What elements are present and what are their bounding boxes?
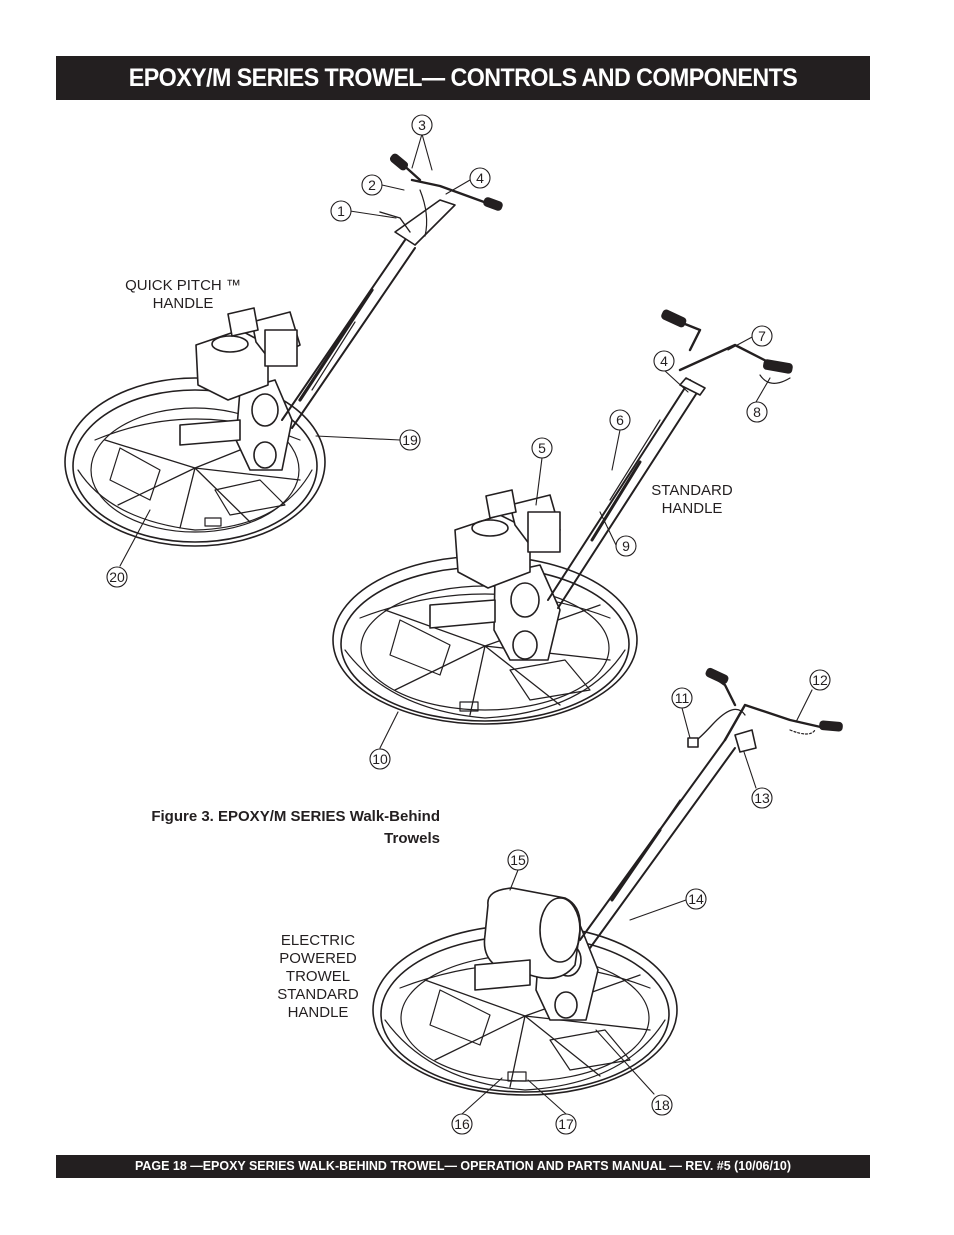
standard-handle-label: STANDARD HANDLE [640, 482, 744, 518]
electric-trowel-label: ELECTRIC POWERED TROWEL STANDARD HANDLE [266, 932, 370, 1022]
caption-line: Trowels [384, 830, 440, 847]
callout-circle [751, 325, 773, 347]
callout-circle [330, 200, 352, 222]
label-line: TROWEL [285, 968, 351, 985]
page-header-bar: EPOXY/M SERIES TROWEL— CONTROLS AND COMP… [56, 56, 870, 100]
callout-circle [653, 350, 675, 372]
callout-number: 14 [688, 891, 704, 907]
label-line: POWERED [279, 950, 357, 967]
callout-circle [469, 167, 491, 189]
label-line: QUICK PITCH ™ [125, 277, 241, 294]
callout-number: 1 [337, 203, 345, 219]
label-line: STANDARD [651, 482, 733, 499]
label-line: ELECTRIC [280, 932, 356, 949]
callout-8: 8 [746, 401, 768, 423]
quick-pitch-handle-label: QUICK PITCH ™ HANDLE [112, 277, 254, 313]
callout-number: 12 [812, 672, 828, 688]
callout-circle [555, 1113, 577, 1135]
callout-13: 13 [751, 787, 773, 809]
callout-number: 15 [510, 852, 526, 868]
callout-4: 4 [653, 350, 675, 372]
trowel-quick-pitch [64, 153, 503, 547]
callout-circle [106, 566, 128, 588]
callout-number: 2 [368, 177, 376, 193]
callout-circle [746, 401, 768, 423]
page-footer-bar: PAGE 18 —EPOXY SERIES WALK-BEHIND TROWEL… [56, 1155, 870, 1178]
callout-circle [651, 1094, 673, 1116]
callout-number: 20 [109, 569, 125, 585]
callout-2: 2 [361, 174, 383, 196]
callout-9: 9 [615, 535, 637, 557]
callout-circle [685, 888, 707, 910]
callout-10: 10 [369, 748, 391, 770]
callout-number: 4 [476, 170, 484, 186]
callout-circle [809, 669, 831, 691]
callout-19: 19 [399, 429, 421, 451]
callout-14: 14 [685, 888, 707, 910]
callout-circle [369, 748, 391, 770]
callout-6: 6 [609, 409, 631, 431]
callout-4: 4 [469, 167, 491, 189]
callout-circle [615, 535, 637, 557]
callout-number: 19 [402, 432, 418, 448]
callout-18: 18 [651, 1094, 673, 1116]
label-line: HANDLE [661, 500, 723, 517]
callout-circle [411, 114, 433, 136]
callout-3: 3 [411, 114, 433, 136]
callout-circle [361, 174, 383, 196]
trowel-standard [332, 309, 793, 725]
callout-5: 5 [531, 437, 553, 459]
page-title: EPOXY/M SERIES TROWEL— CONTROLS AND COMP… [128, 64, 798, 92]
callout-11: 11 [671, 687, 693, 709]
callout-number: 5 [538, 440, 546, 456]
callout-number: 18 [654, 1097, 670, 1113]
callout-circle [507, 849, 529, 871]
callout-number: 6 [616, 412, 624, 428]
page-footer-text: PAGE 18 —EPOXY SERIES WALK-BEHIND TROWEL… [134, 1158, 792, 1173]
label-line: STANDARD [277, 986, 359, 1003]
callout-15: 15 [507, 849, 529, 871]
callout-circle [451, 1113, 473, 1135]
figure-caption: Figure 3. EPOXY/M SERIES Walk-Behind Tro… [100, 806, 440, 850]
callout-number: 3 [418, 117, 426, 133]
label-line: HANDLE [152, 295, 214, 312]
callout-number: 11 [675, 690, 690, 706]
callout-circle [399, 429, 421, 451]
callout-17: 17 [555, 1113, 577, 1135]
label-line: HANDLE [287, 1004, 349, 1021]
callout-circle [751, 787, 773, 809]
callout-circle [609, 409, 631, 431]
callout-number: 7 [758, 328, 766, 344]
callout-circle [531, 437, 553, 459]
callout-16: 16 [451, 1113, 473, 1135]
callout-number: 16 [454, 1116, 470, 1132]
callout-7: 7 [751, 325, 773, 347]
callout-20: 20 [106, 566, 128, 588]
callout-1: 1 [330, 200, 352, 222]
callout-number: 4 [660, 353, 668, 369]
callout-number: 8 [753, 404, 761, 420]
callout-number: 9 [622, 538, 630, 554]
callout-number: 10 [372, 751, 388, 767]
callout-circle [671, 687, 693, 709]
caption-line: Figure 3. EPOXY/M SERIES Walk-Behind [151, 808, 440, 825]
callout-number: 13 [754, 790, 770, 806]
trowel-electric [372, 667, 843, 1096]
callout-12: 12 [809, 669, 831, 691]
callout-number: 17 [558, 1116, 574, 1132]
